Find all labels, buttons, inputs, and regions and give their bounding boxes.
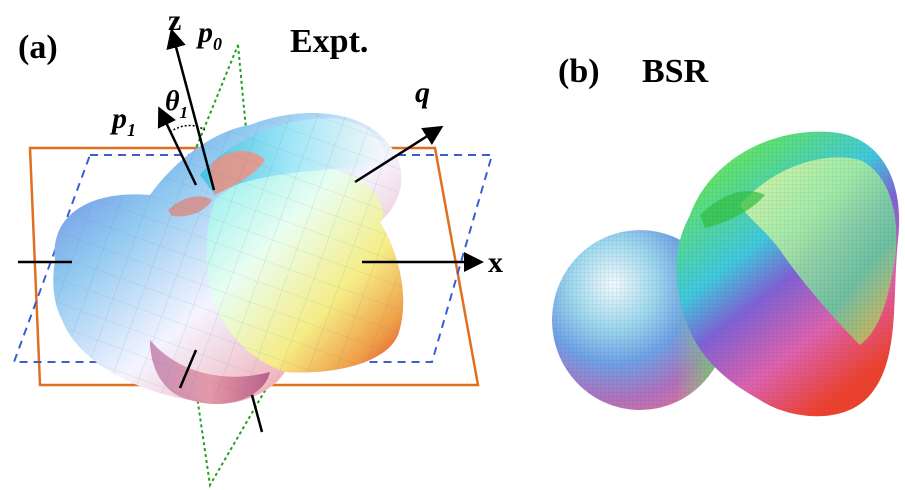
- q-label: q: [415, 76, 430, 109]
- experimental-surface: [53, 113, 404, 404]
- axis-tick-lower-right: [250, 394, 264, 433]
- p0-label: p0: [195, 16, 222, 54]
- panel-a: (a) Expt. z x q p0 p1 θ1: [12, 4, 503, 488]
- p1-label: p1: [109, 102, 136, 140]
- p1-arrow: [157, 106, 198, 186]
- theta1-label: θ1: [165, 86, 188, 122]
- x-axis-label: x: [488, 246, 503, 279]
- p0-base: p: [195, 16, 213, 49]
- panel-b: (b) BSR: [552, 53, 900, 417]
- z-axis-label: z: [168, 4, 181, 37]
- p0-sub: 0: [213, 34, 222, 54]
- q-arrow: [354, 125, 444, 184]
- theta-arc: [169, 124, 206, 133]
- panel-b-title: BSR: [642, 53, 709, 90]
- z-axis-arrow: [166, 28, 216, 191]
- bsr-surface: [552, 131, 900, 417]
- p1-base: p: [109, 102, 127, 135]
- panel-b-label: (b): [558, 53, 600, 90]
- panel-a-title: Expt.: [290, 23, 368, 60]
- theta1-base: θ: [165, 86, 180, 117]
- panel-a-label: (a): [18, 29, 58, 66]
- theta1-sub: 1: [180, 103, 189, 122]
- p1-sub: 1: [127, 120, 136, 140]
- axis-tick-lower-left: [178, 349, 198, 389]
